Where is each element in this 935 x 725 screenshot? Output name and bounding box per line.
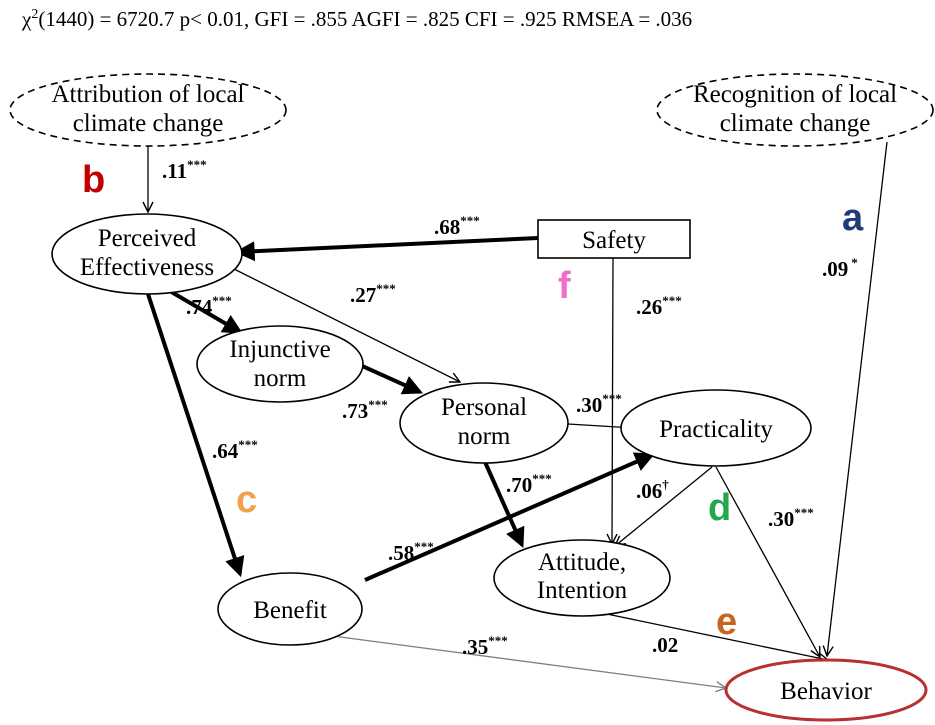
node-practicality: Practicality bbox=[620, 389, 812, 467]
path-pe-to-injunctive bbox=[166, 288, 243, 334]
node-practicality-label: Practicality bbox=[659, 416, 773, 443]
node-attitude-intention: Attitude, Intention bbox=[493, 539, 671, 617]
path-personal-to-attitude bbox=[483, 461, 525, 549]
path-injunctive-to-personal bbox=[359, 363, 424, 395]
coef-injunctive-to-personal: .73*** bbox=[342, 397, 388, 423]
node-attitude-line1: Attitude, bbox=[538, 549, 626, 576]
node-perceived-effectiveness: Perceived Effectiveness bbox=[51, 213, 243, 295]
fit-chi-sup: 2 bbox=[31, 7, 38, 22]
fit-chi: χ bbox=[21, 7, 32, 31]
node-attitude-line2: Intention bbox=[537, 577, 628, 604]
path-benefit-to-behavior bbox=[309, 632, 726, 688]
node-recognition-line2: climate change bbox=[720, 110, 871, 137]
path-recognition-to-behavior bbox=[827, 141, 888, 656]
node-behavior-label: Behavior bbox=[780, 678, 872, 705]
node-attribution-line2: climate change bbox=[73, 110, 224, 137]
coef-personal-to-attitude: .70*** bbox=[506, 471, 552, 497]
coef-benefit-to-practicality: .58*** bbox=[388, 539, 434, 565]
node-behavior: Behavior bbox=[724, 658, 928, 722]
hypothesis-letter-c: c bbox=[236, 479, 257, 521]
node-benefit-label: Benefit bbox=[253, 597, 327, 624]
coef-practicality-to-behavior: .30*** bbox=[768, 505, 814, 531]
hypothesis-letter-e: e bbox=[716, 601, 737, 643]
node-recognition: Recognition of local climate change bbox=[656, 73, 934, 147]
hypothesis-letter-a: a bbox=[842, 197, 864, 239]
coef-benefit-to-behavior: .35*** bbox=[462, 633, 508, 659]
coef-pe-to-benefit: .64*** bbox=[212, 437, 258, 463]
node-personal-line1: Personal bbox=[441, 394, 527, 421]
path-pe-to-benefit bbox=[146, 293, 245, 578]
coef-recognition-to-behavior: .09* bbox=[822, 255, 858, 281]
coef-attitude-to-behavior: .02 bbox=[652, 633, 678, 657]
path-practicality-to-attitude bbox=[615, 466, 713, 546]
node-injunctive-norm: Injunctive norm bbox=[196, 325, 364, 403]
node-safety: Safety bbox=[537, 219, 691, 259]
node-personal-norm: Personal norm bbox=[399, 382, 569, 464]
node-injunctive-line1: Injunctive bbox=[229, 336, 330, 363]
fit-rest: (1440) = 6720.7 p< 0.01, GFI = .855 AGFI… bbox=[38, 7, 692, 31]
path-safety-to-attitude bbox=[612, 257, 613, 544]
hypothesis-letter-d: d bbox=[708, 487, 731, 529]
node-attribution-line1: Attribution of local bbox=[51, 81, 244, 108]
node-pe-line2: Effectiveness bbox=[80, 254, 214, 281]
node-attribution: Attribution of local climate change bbox=[9, 73, 287, 147]
node-personal-line2: norm bbox=[458, 423, 511, 450]
coef-safety-to-pe: .68*** bbox=[434, 213, 480, 239]
node-injunctive-line2: norm bbox=[254, 365, 307, 392]
node-safety-label: Safety bbox=[582, 227, 646, 254]
node-benefit: Benefit bbox=[217, 572, 363, 646]
node-recognition-line1: Recognition of local bbox=[693, 81, 897, 108]
path-attitude-to-behavior bbox=[601, 612, 828, 660]
coef-pe-to-injunctive: .74*** bbox=[186, 293, 232, 319]
coef-pe-to-personal: .27*** bbox=[350, 281, 396, 307]
hypothesis-letter-b: b bbox=[82, 159, 105, 201]
fit-statistics: χ2(1440) = 6720.7 p< 0.01, GFI = .855 AG… bbox=[21, 7, 692, 31]
path-safety-to-pe bbox=[234, 236, 539, 262]
node-pe-line1: Perceived bbox=[98, 225, 197, 252]
coef-practicality-to-attitude: .06† bbox=[636, 477, 669, 503]
path-pe-to-personal bbox=[227, 265, 460, 382]
coef-attribution-to-pe: .11*** bbox=[162, 157, 207, 183]
path-benefit-to-practicality bbox=[364, 452, 656, 582]
path-practicality-to-behavior bbox=[715, 466, 820, 657]
coef-safety-to-attitude: .26*** bbox=[636, 293, 682, 319]
coef-personal-to-practicality: .30*** bbox=[576, 391, 622, 417]
hypothesis-letter-f: f bbox=[558, 265, 571, 307]
